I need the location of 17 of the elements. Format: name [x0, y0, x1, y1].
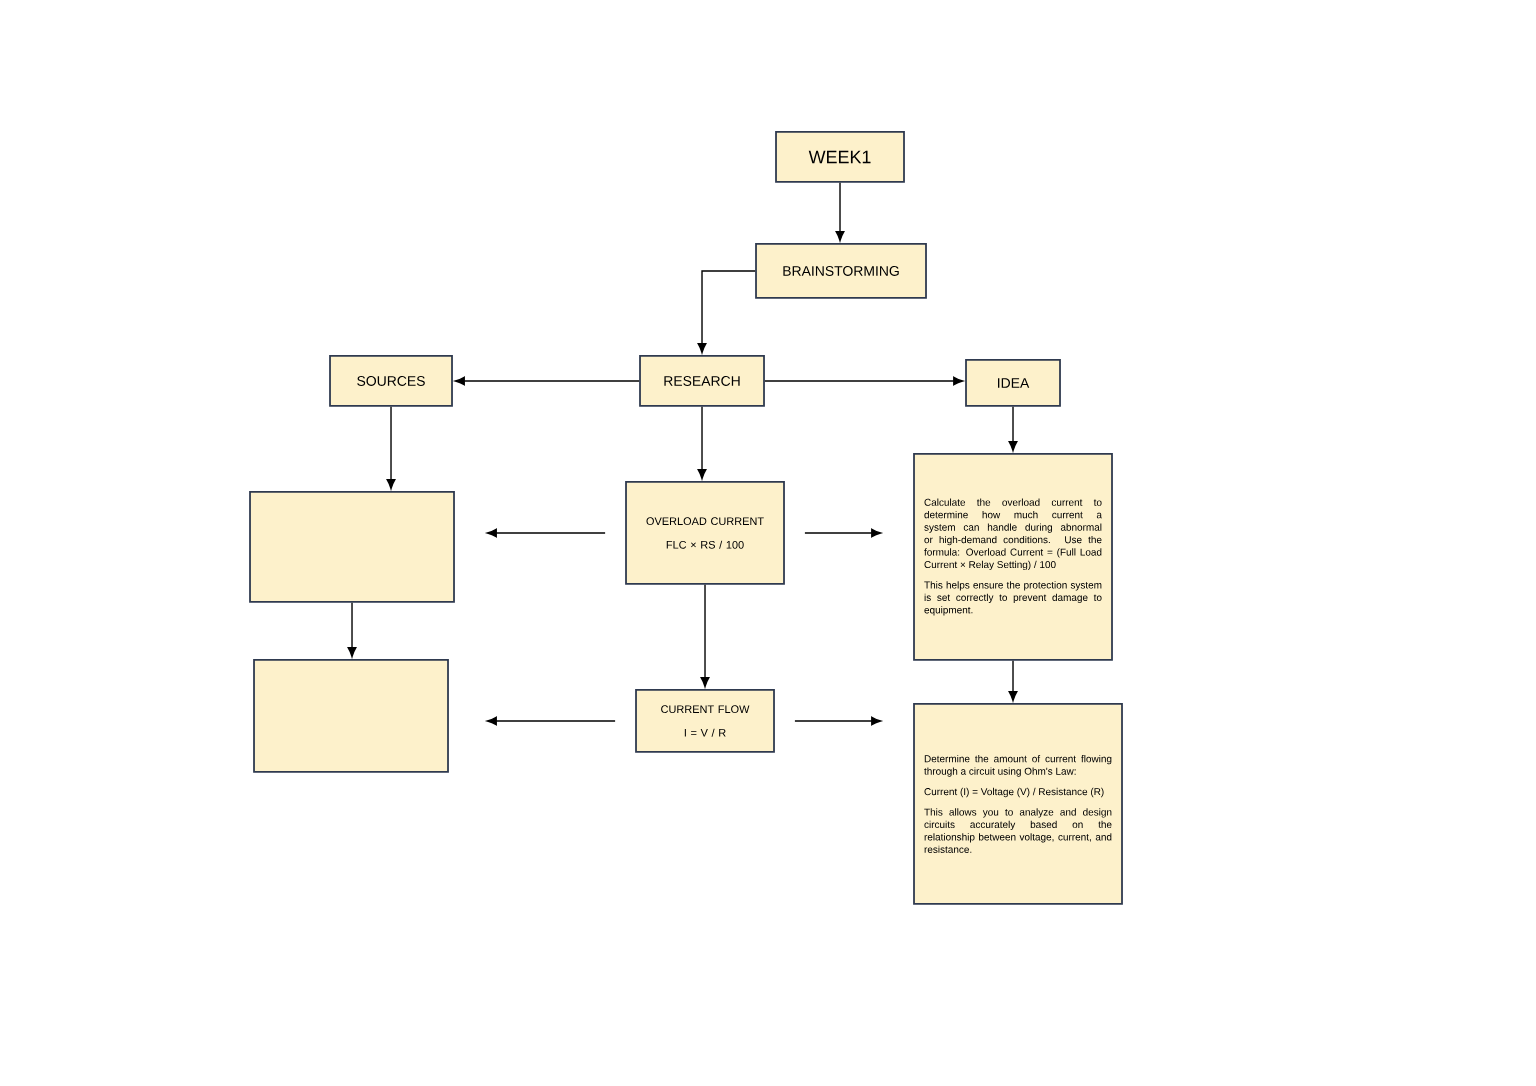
arrow	[697, 270, 756, 354]
process-box: WEEK1	[775, 131, 905, 183]
arrow	[794, 716, 882, 726]
arrow	[1008, 406, 1018, 452]
arrow	[764, 376, 964, 386]
empty-box	[253, 659, 449, 773]
arrow	[486, 716, 616, 726]
arrow	[835, 182, 845, 242]
arrow	[804, 528, 882, 538]
empty-box	[249, 491, 455, 603]
arrow	[697, 406, 707, 480]
arrow	[486, 528, 606, 538]
arrow	[700, 584, 710, 688]
arrow	[1008, 660, 1018, 702]
arrow	[454, 376, 640, 386]
arrow	[386, 406, 396, 490]
arrow	[347, 602, 357, 658]
